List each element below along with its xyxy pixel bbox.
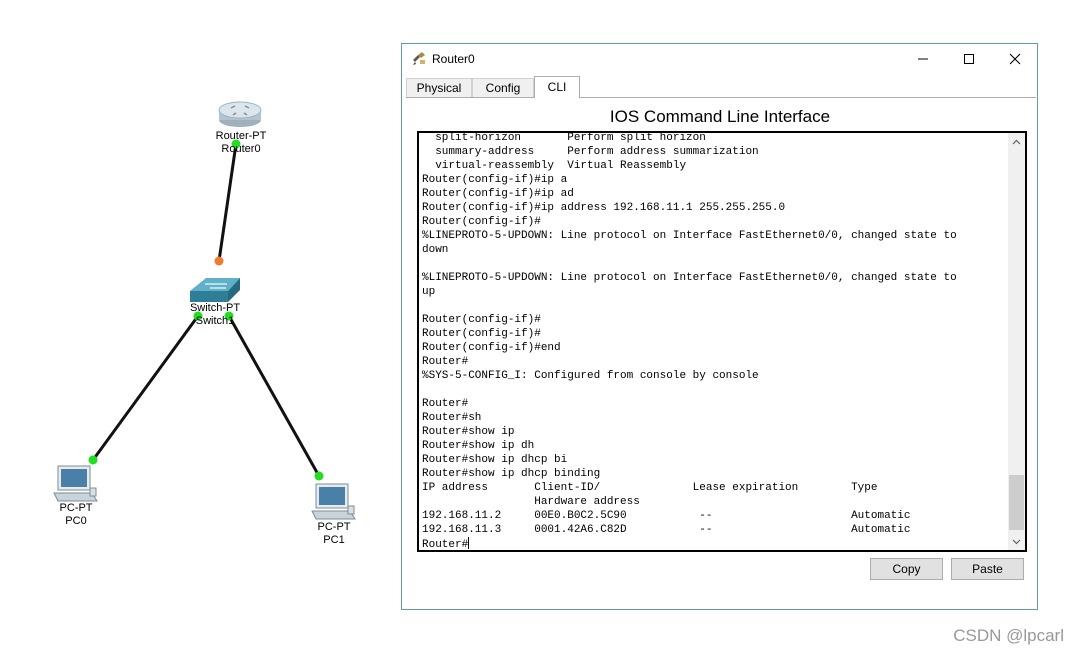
scroll-thumb[interactable] (1009, 475, 1024, 530)
close-button[interactable] (992, 44, 1038, 74)
link-status-up-icon (193, 311, 203, 321)
tab-config[interactable]: Config (472, 78, 534, 97)
chevron-up-icon (1012, 139, 1021, 144)
cli-panel: IOS Command Line Interface split-horizon… (406, 97, 1034, 607)
terminal-line (422, 383, 1007, 397)
router-icon[interactable] (218, 101, 262, 127)
device-model: PC-PT (59, 502, 93, 514)
terminal-output: split-horizon Perform split horizon summ… (422, 132, 1007, 551)
link-status-up-icon (314, 471, 324, 481)
terminal-line: Router#show ip dhcp bi (422, 454, 568, 466)
link-status-up-icon (88, 455, 98, 465)
device-model: Router-PT (215, 130, 267, 142)
device-model: Switch-PT (189, 302, 241, 314)
terminal-line: Router# (422, 398, 469, 410)
topology-drawing (53, 101, 356, 520)
terminal-line: 192.168.11.3 0001.42A6.C82D -- Automatic (422, 524, 911, 536)
terminal-prompt: Router# (422, 539, 469, 551)
minimize-icon (918, 58, 928, 60)
terminal-line: Router#show ip dh (422, 440, 535, 452)
terminal-line: Router(config-if)#ip address 192.168.11.… (422, 202, 786, 214)
router-window: Router0 Physical Config CLI IOS Command … (401, 43, 1038, 610)
terminal-line: Hardware address (422, 496, 640, 508)
pc-icon[interactable] (311, 483, 356, 520)
text-cursor (468, 537, 470, 549)
cli-heading: IOS Command Line Interface (609, 107, 831, 126)
tab-cli[interactable]: CLI (534, 76, 580, 98)
terminal-line: Router(config-if)# (422, 216, 541, 228)
tab-physical[interactable]: Physical (406, 78, 472, 97)
title-bar[interactable]: Router0 (402, 44, 1037, 74)
close-icon (1009, 53, 1021, 65)
terminal-line: Router#sh (422, 412, 482, 424)
device-label-router0: Router-PT Router0 (201, 130, 281, 156)
terminal-line: 192.168.11.2 00E0.B0C2.5C90 -- Automatic (422, 510, 911, 522)
device-label-pc0: PC-PT PC0 (36, 502, 116, 528)
link-router0-switch1[interactable] (217, 143, 238, 262)
terminal-line: %LINEPROTO-5-UPDOWN: Line protocol on In… (422, 272, 957, 284)
terminal-line: Router(config-if)#end (422, 342, 561, 354)
terminal-line: Router(config-if)# (422, 328, 541, 340)
link-status-up-icon (224, 311, 234, 321)
device-name: PC1 (323, 534, 345, 546)
link-status-pending-icon (214, 256, 224, 266)
window-title: Router0 (432, 52, 475, 66)
terminal-line (422, 257, 1007, 271)
link-status-up-icon (231, 139, 241, 149)
scroll-up-button[interactable] (1008, 133, 1025, 150)
terminal-line: Router#show ip (422, 426, 515, 438)
terminal-line: Router# (422, 356, 469, 368)
device-model: PC-PT (317, 521, 351, 533)
maximize-button[interactable] (946, 44, 992, 74)
scroll-down-button[interactable] (1008, 533, 1025, 550)
router-app-icon (413, 52, 425, 65)
topology-canvas[interactable]: Router-PT Router0 Switch-PT Switch1 PC-P… (0, 0, 400, 600)
terminal-line: %SYS-5-CONFIG_I: Configured from console… (422, 370, 759, 382)
link-switch1-pc1[interactable] (227, 315, 321, 477)
terminal-line: split-horizon Perform split horizon (422, 132, 706, 144)
terminal-line (422, 299, 1007, 313)
terminal-line: down (422, 244, 449, 256)
device-label-pc1: PC-PT PC1 (294, 521, 374, 547)
terminal-line: %LINEPROTO-5-UPDOWN: Line protocol on In… (422, 230, 957, 242)
terminal-line: Router(config-if)#ip ad (422, 188, 574, 200)
terminal-line: Router(config-if)#ip a (422, 174, 568, 186)
link-switch1-pc0[interactable] (91, 315, 200, 461)
terminal-line: up (422, 286, 436, 298)
terminal-line: summary-address Perform address summariz… (422, 146, 759, 158)
terminal-line: Router(config-if)# (422, 314, 541, 326)
paste-button[interactable]: Paste (951, 558, 1024, 580)
cli-terminal[interactable]: split-horizon Perform split horizon summ… (417, 131, 1027, 552)
terminal-line: IP address Client-ID/ Lease expiration T… (422, 482, 878, 494)
tab-bar: Physical Config CLI (406, 76, 1036, 98)
chevron-down-icon (1012, 539, 1021, 544)
terminal-scrollbar[interactable] (1008, 133, 1025, 550)
watermark: CSDN @lpcarl (953, 626, 1064, 645)
pc-icon[interactable] (53, 465, 98, 502)
device-label-switch1: Switch-PT Switch1 (175, 302, 255, 328)
maximize-icon (964, 54, 974, 64)
terminal-line: virtual-reassembly Virtual Reassembly (422, 160, 687, 172)
copy-button[interactable]: Copy (870, 558, 943, 580)
terminal-line: Router#show ip dhcp binding (422, 468, 601, 480)
device-name: PC0 (65, 515, 87, 527)
switch-icon[interactable] (190, 278, 240, 302)
device-name: Router0 (221, 143, 261, 155)
terminal-prompt-line[interactable]: Router# (422, 537, 1007, 551)
minimize-button[interactable] (900, 44, 946, 74)
device-name: Switch1 (195, 315, 235, 327)
